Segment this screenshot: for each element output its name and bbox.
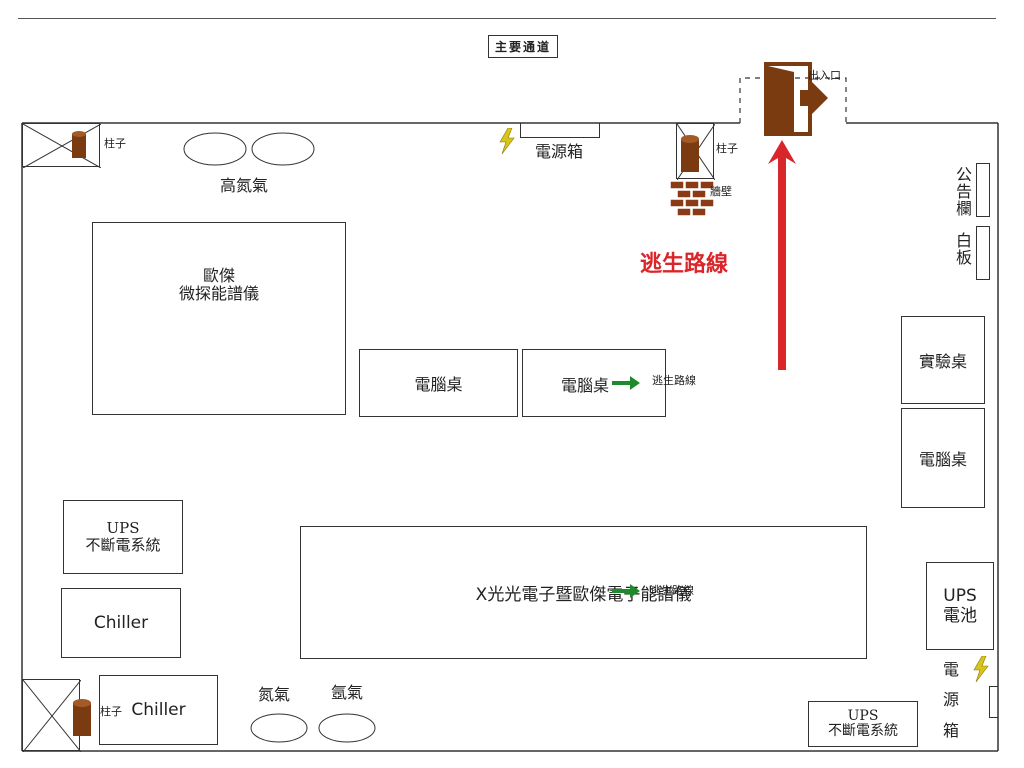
power-box-char-3: 箱: [942, 720, 959, 740]
ups-bottom-line1: UPS: [847, 707, 879, 724]
main-corridor-label: 主要通道: [488, 35, 559, 58]
power-box-label-top: 電源箱: [535, 142, 584, 161]
power-box-top: [520, 123, 600, 138]
chiller-2: Chiller: [99, 675, 218, 745]
brick-wall-icon: [670, 181, 714, 217]
ups-left: UPS 不斷電系統: [63, 500, 183, 574]
cross-mark: [23, 680, 81, 752]
lightning-icon: [973, 656, 989, 682]
gas-cylinder-icon: [250, 713, 376, 743]
ups-left-line2: 不斷電系統: [85, 536, 161, 554]
escape-route-label-xps: 逃生路線: [650, 584, 694, 597]
pillar-icon: [72, 131, 86, 158]
arrow-right-icon: [612, 376, 640, 390]
ups-bottom-right: UPS 不斷電系統: [808, 701, 918, 747]
computer-desk-1: 電腦桌: [359, 349, 518, 417]
computer-desk-2-label: 電腦桌: [561, 376, 610, 395]
exit-label: 出入口: [808, 69, 841, 82]
auger-line1: 歐傑: [202, 266, 235, 285]
lab-desk: 實驗桌: [901, 316, 985, 404]
pillar-icon: [73, 699, 91, 736]
escape-route-label-desk: 逃生路線: [652, 374, 696, 387]
computer-desk-right: 電腦桌: [901, 408, 985, 508]
xps-auger-spectrometer: X光光電子暨歐傑電子能譜儀: [300, 526, 867, 659]
auger-microprobe-spectrometer: 歐傑 微探能譜儀: [92, 222, 346, 415]
chiller-1: Chiller: [61, 588, 181, 658]
arrow-up-icon: [768, 140, 796, 370]
bulletin-board: [976, 163, 990, 217]
power-box-right: [989, 686, 998, 718]
power-box-char-1: 電: [942, 660, 959, 679]
ups-battery-line1: UPS: [943, 585, 977, 606]
gas-cylinder-icon: [183, 132, 315, 166]
lightning-icon: [499, 128, 515, 154]
power-box-right-label: 電 源 箱: [941, 655, 961, 746]
pillar-label-middle: 柱子: [716, 142, 738, 155]
pillar-label-top-left: 柱子: [104, 137, 126, 150]
cross-mark: [23, 124, 101, 168]
chiller-1-label: Chiller: [93, 613, 149, 633]
bulletin-board-label: 公告欄: [953, 166, 972, 217]
ups-battery: UPS 電池: [926, 562, 994, 650]
lab-desk-label: 實驗桌: [918, 352, 967, 371]
pillar-box-top-left: [22, 123, 101, 168]
ups-bottom-line2: 不斷電系統: [828, 723, 898, 739]
arrow-right-icon: [612, 584, 640, 598]
computer-desk-right-label: 電腦桌: [918, 450, 967, 469]
whiteboard: [976, 226, 990, 280]
power-box-char-2: 源: [942, 690, 959, 710]
ups-battery-line2: 電池: [943, 606, 977, 626]
computer-desk-2: 電腦桌: [522, 349, 666, 417]
wall-label: 牆壁: [710, 185, 732, 198]
pillar-label-bottom-left: 柱子: [100, 705, 122, 718]
whiteboard-label: 白板: [953, 232, 972, 266]
chiller-2-label: Chiller: [131, 700, 186, 720]
auger-line2: 微探能譜儀: [178, 284, 259, 304]
pillar-icon: [681, 135, 699, 172]
computer-desk-1-label: 電腦桌: [414, 375, 463, 394]
nitrogen-label: 氮氣: [258, 685, 291, 704]
door-exit-icon: [764, 62, 828, 136]
top-boundary-line: [18, 18, 996, 19]
high-pressure-gas-label: 高氮氣: [220, 176, 269, 195]
escape-route-main-label: 逃生路線: [640, 252, 729, 277]
argon-label: 氬氣: [331, 683, 364, 702]
ups-left-line1: UPS: [106, 518, 140, 537]
